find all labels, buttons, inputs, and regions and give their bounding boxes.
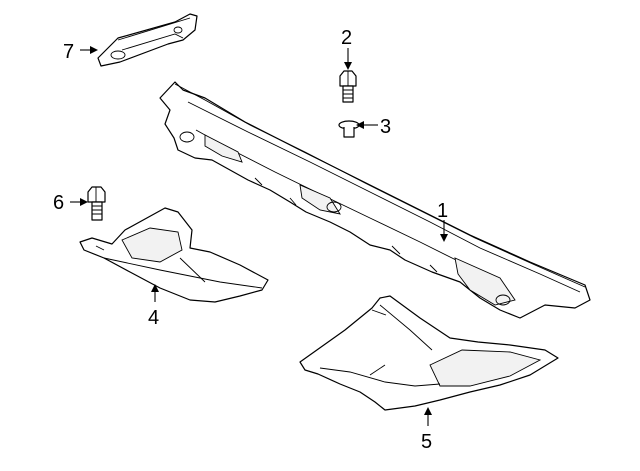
callout-2-label: 2: [341, 27, 352, 49]
part-5-right-cover: [299, 295, 559, 411]
part-4-left-cover: [79, 207, 269, 303]
callout-7: 7: [63, 41, 98, 63]
part-6-bolt: [87, 186, 106, 221]
callout-4: 4: [148, 284, 159, 329]
part-2-bolt: [339, 70, 357, 103]
part-1-cowl-panel: [159, 81, 591, 319]
callout-1-label: 1: [437, 200, 448, 222]
callout-5: 5: [421, 407, 432, 453]
callout-3-label: 3: [380, 116, 391, 138]
callout-1: 1: [437, 200, 448, 242]
callout-4-label: 4: [148, 307, 159, 329]
callout-5-label: 5: [421, 431, 432, 453]
callout-7-label: 7: [63, 41, 74, 63]
callout-6: 6: [53, 192, 88, 214]
part-7-bracket: [97, 13, 198, 67]
callout-2: 2: [341, 27, 352, 70]
callout-3: 3: [356, 116, 391, 138]
callout-6-label: 6: [53, 192, 64, 214]
part-3-clip: [338, 120, 360, 138]
